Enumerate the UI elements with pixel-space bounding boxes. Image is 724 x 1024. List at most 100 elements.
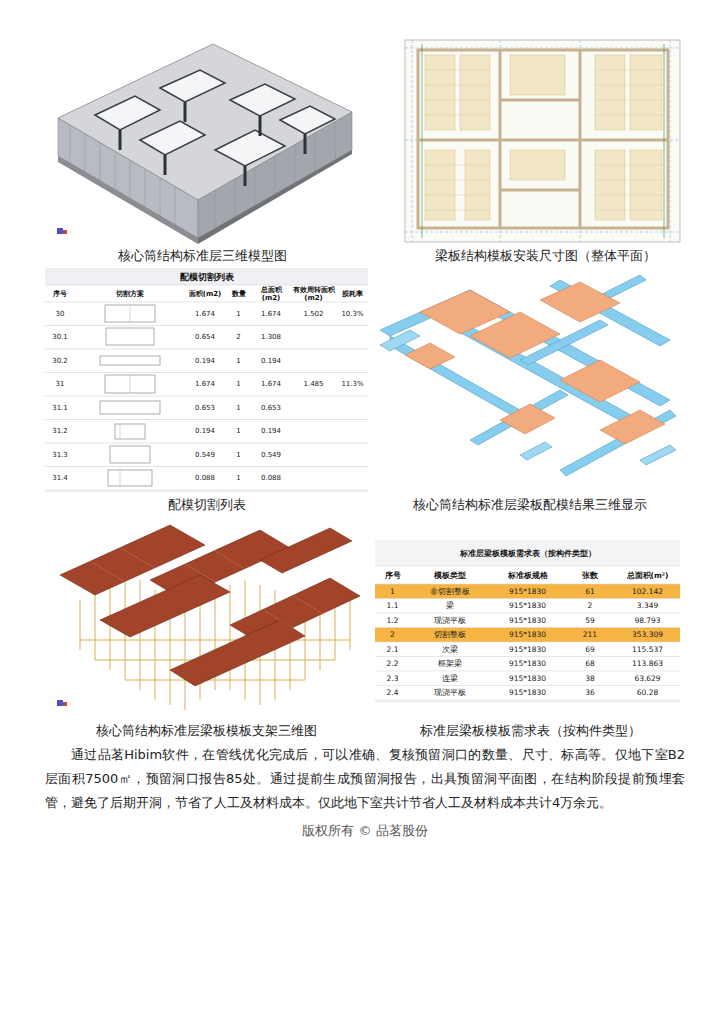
table-cell: 60.28: [615, 686, 680, 701]
table-cell: 98.793: [615, 613, 680, 628]
table-cell: 63.629: [615, 671, 680, 686]
table-cell: 0.549: [252, 443, 290, 467]
table-title: 标准层梁板模板需求表（按构件类型）: [375, 544, 680, 564]
table-cell: 38: [565, 671, 615, 686]
table-cell: 31.1: [45, 396, 75, 420]
table-header: 序号: [45, 285, 75, 302]
table-cell: 2.2: [375, 657, 410, 672]
table-cell: 1.308: [252, 326, 290, 350]
table-cell: 0.088: [252, 467, 290, 491]
table-header: 总面积(m²): [615, 566, 680, 584]
figure-caption: 核心筒结构标准层三维模型图: [45, 248, 360, 264]
table-cell: 30.2: [45, 349, 75, 373]
table-cell: 2: [565, 599, 615, 614]
table-cell: 30: [45, 302, 75, 326]
table-cell: 切割整板: [410, 628, 490, 643]
table-cell: 1.2: [375, 613, 410, 628]
table-cell: 0.194: [185, 420, 225, 444]
table-cell: 1: [225, 396, 252, 420]
table-cell: 113.863: [615, 657, 680, 672]
table-cell: 0.194: [252, 420, 290, 444]
table-cell: 现浇平板: [410, 686, 490, 701]
table-cell: 1: [225, 373, 252, 397]
table-cell: 915*1830: [490, 599, 565, 614]
demand-table: [375, 540, 680, 703]
table-cell: 0.194: [185, 349, 225, 373]
table-cell: 0.088: [185, 467, 225, 491]
figure-caption: 标准层梁板模板需求表（按构件类型）: [372, 723, 688, 739]
table-cell: 1.674: [185, 373, 225, 397]
table-cell: 2.3: [375, 671, 410, 686]
table-cell: 915*1830: [490, 686, 565, 701]
table-cell: 1: [225, 467, 252, 491]
table-cell: 1: [225, 420, 252, 444]
table-cell: 1.502: [290, 302, 337, 326]
table-cell: 0.653: [252, 396, 290, 420]
table-cell: 1.674: [185, 302, 225, 326]
table-cell: 2.4: [375, 686, 410, 701]
table-cell: 36: [565, 686, 615, 701]
table-cell: 现浇平板: [410, 613, 490, 628]
table-cell: 2: [225, 326, 252, 350]
table-cell: 59: [565, 613, 615, 628]
table-cell: 3.349: [615, 599, 680, 614]
table-cell: 68: [565, 657, 615, 672]
table-cell: 31: [45, 373, 75, 397]
table-cell: 1.674: [252, 302, 290, 326]
table-header: 标准板规格: [490, 566, 565, 584]
table-cell: 915*1830: [490, 642, 565, 657]
table-header: 模板类型: [410, 566, 490, 584]
table-cell: 1.485: [290, 373, 337, 397]
table-header: 损耗率: [337, 285, 368, 302]
body-paragraph: 通过品茗Hibim软件，在管线优化完成后，可以准确、复核预留洞口的数量、尺寸、标…: [45, 743, 685, 815]
table-cell: 61: [565, 584, 615, 599]
core-tube-model: [57, 44, 352, 244]
table-cell: 0.653: [185, 396, 225, 420]
table-cell: 69: [565, 642, 615, 657]
table-cell: 31.3: [45, 443, 75, 467]
table-cell: 1.1: [375, 599, 410, 614]
support-frame-3d: [57, 525, 360, 710]
figure-caption: 核心筒结构标准层梁板配模结果三维显示: [372, 497, 688, 513]
table-cell: 非切割整板: [410, 584, 490, 599]
table-cell: 31.4: [45, 467, 75, 491]
table-cell: 211: [565, 628, 615, 643]
table-cell: 353.309: [615, 628, 680, 643]
table-cell: 1: [225, 349, 252, 373]
table-cell: 115.537: [615, 642, 680, 657]
table-cell: 11.3%: [337, 373, 368, 397]
table-header: 面积(m2): [185, 285, 225, 302]
table-cell: 31.2: [45, 420, 75, 444]
table-cell: 框架梁: [410, 657, 490, 672]
table-title: 配模切割列表: [45, 270, 368, 285]
table-cell: 1: [225, 302, 252, 326]
table-cell: 915*1830: [490, 671, 565, 686]
copyright-note: 版权所有 © 品茗股份: [45, 822, 685, 840]
table-cell: 1: [375, 584, 410, 599]
formwork-plan: [405, 40, 680, 242]
cut-list-table: [45, 268, 368, 492]
formwork-result-3d: [380, 275, 676, 476]
table-cell: 915*1830: [490, 584, 565, 599]
figure-caption: 核心筒结构标准层梁板模板支架三维图: [45, 723, 368, 739]
table-cell: 915*1830: [490, 613, 565, 628]
table-header: 有效周转面积(m2): [290, 285, 337, 302]
table-header: 序号: [375, 566, 410, 584]
figure-caption: 梁板结构模板安装尺寸图（整体平面）: [390, 248, 700, 264]
table-cell: 1.674: [252, 373, 290, 397]
table-cell: 915*1830: [490, 657, 565, 672]
table-header: 数量: [225, 285, 252, 302]
table-header: 切割方案: [75, 285, 185, 302]
table-cell: 30.1: [45, 326, 75, 350]
table-header: 总面积(m2): [252, 285, 290, 302]
table-header: 张数: [565, 566, 615, 584]
table-cell: 2: [375, 628, 410, 643]
table-cell: 0.194: [252, 349, 290, 373]
figure-caption: 配模切割列表: [45, 497, 368, 513]
table-cell: 次梁: [410, 642, 490, 657]
table-cell: 102.142: [615, 584, 680, 599]
table-cell: 连梁: [410, 671, 490, 686]
table-cell: 1: [225, 443, 252, 467]
table-cell: 10.3%: [337, 302, 368, 326]
table-cell: 0.549: [185, 443, 225, 467]
